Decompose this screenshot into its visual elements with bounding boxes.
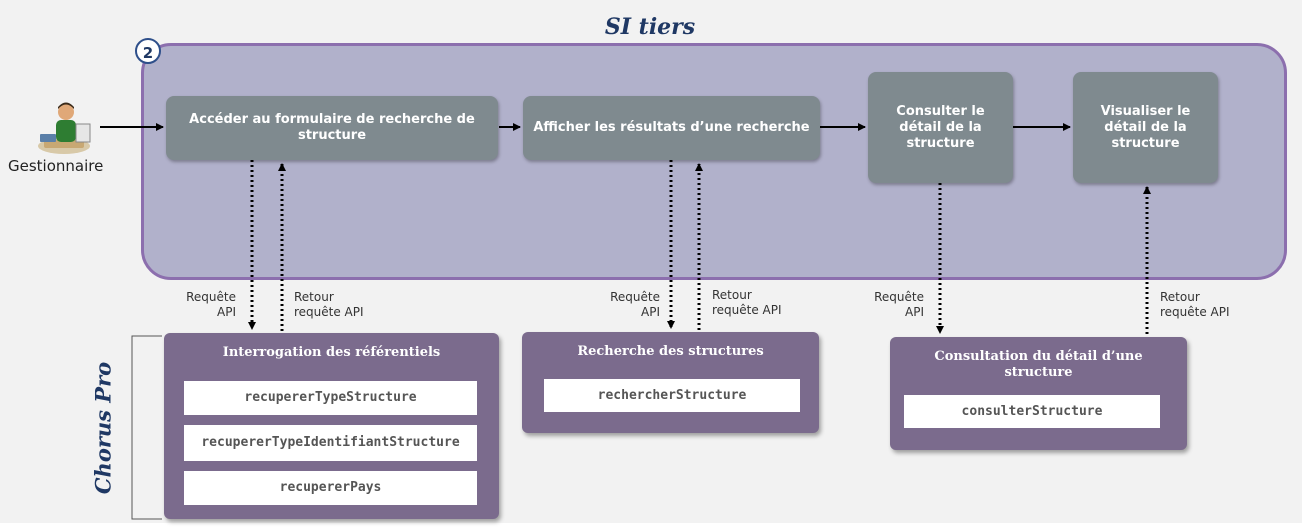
api-group-title: Recherche des structures [577, 344, 764, 359]
chorus-pro-label: Chorus Pro [90, 361, 116, 495]
api-item-recuperer-type-structure: recupererTypeStructure [184, 381, 477, 415]
user-at-desk-icon [36, 100, 98, 158]
label-request-3: Requête API [874, 290, 924, 319]
actor-label: Gestionnaire [8, 157, 104, 175]
api-item-consulter-structure: consulterStructure [904, 395, 1160, 428]
process-access-search-form: Accéder au formulaire de recherche de st… [166, 96, 498, 160]
chorus-bracket [131, 335, 162, 520]
process-view-detail: Visualiser le détail de la structure [1073, 72, 1218, 183]
label-request-1: Requête API [186, 290, 236, 319]
api-item-recuperer-pays: recupererPays [184, 471, 477, 505]
api-item-rechercher-structure: rechercherStructure [544, 379, 800, 412]
api-group-title: Interrogation des référentiels [222, 345, 441, 360]
api-group-recherche: Recherche des structures rechercherStruc… [522, 332, 819, 433]
label-return-2: Retour requête API [712, 288, 782, 317]
step-number-badge: 2 [135, 38, 161, 64]
label-return-1: Retour requête API [294, 290, 364, 319]
label-request-2: Requête API [610, 290, 660, 319]
api-group-title: Consultation du détail d’une structure [934, 349, 1143, 380]
si-tiers-title: SI tiers [604, 14, 696, 40]
label-return-3: Retour requête API [1160, 290, 1230, 319]
api-group-referentiels: Interrogation des référentiels recuperer… [164, 333, 499, 519]
chorus-pro-label-wrap: Chorus Pro [68, 338, 138, 518]
process-consult-detail: Consulter le détail de la structure [868, 72, 1013, 183]
process-display-results: Afficher les résultats d’une recherche [523, 96, 820, 160]
api-group-consultation: Consultation du détail d’une structure c… [890, 337, 1187, 450]
api-item-recuperer-type-identifiant-structure: recupererTypeIdentifiantStructure [184, 425, 477, 461]
